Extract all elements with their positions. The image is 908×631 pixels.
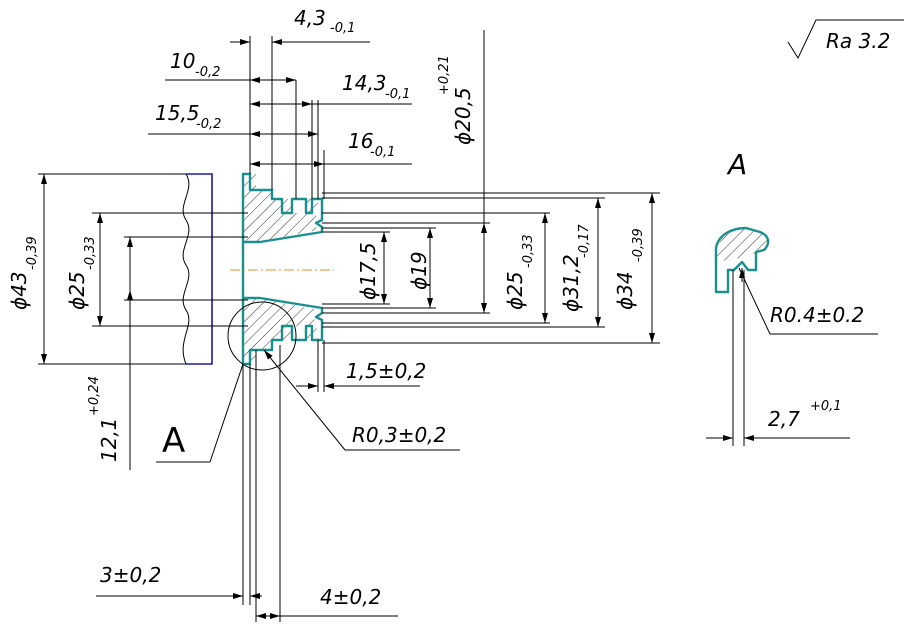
dim-14-3-tol: -0,1 (385, 87, 410, 102)
dim-phi-31-2-tol: -0,17 (577, 224, 592, 258)
dim-2-7-text: 2,7 (768, 407, 800, 431)
dim-16: 16 -0,1 (250, 129, 412, 167)
dim-phi-25-left: ϕ25 -0,33 (65, 213, 103, 326)
dim-phi-25-right-text: ϕ25 (503, 271, 527, 310)
dim-14-3: 14,3 -0,1 (250, 71, 412, 107)
dim-16-text: 16 (348, 129, 373, 153)
dim-4-3: 4,3 -0,1 (230, 6, 370, 45)
view-a-label: A (162, 421, 185, 461)
dim-r-0-3-text: R0,3±0,2 (352, 423, 446, 447)
part-outline (241, 172, 324, 366)
dim-15-5-tol: -0,2 (196, 117, 221, 132)
detail-circle (227, 301, 297, 371)
dim-phi-34-text: ϕ34 (613, 271, 637, 310)
roughness-text: Ra 3.2 (826, 29, 890, 53)
dim-phi-19: ϕ19 (407, 228, 433, 308)
dim-phi-43: ϕ43 -0,39 (7, 174, 47, 364)
dim-phi-34-tol: -0,39 (631, 228, 646, 262)
extension-lines (38, 173, 660, 365)
leader-r-0-3: R0,3±0,2 (263, 349, 460, 451)
dim-phi-17-5: ϕ17,5 (356, 232, 387, 304)
dim-4-3-tol: -0,1 (330, 21, 355, 36)
dim-phi-31-2-text: ϕ31,2 (559, 254, 583, 312)
vertical-extensions (242, 30, 485, 622)
view-a-leader: A (156, 363, 244, 463)
dim-phi-20-5-tol: +0,21 (437, 55, 452, 95)
detail-view: A R0.4±0.2 2,7 +0,1 (706, 148, 878, 446)
detail-outline (714, 226, 770, 294)
dim-phi-43-text: ϕ43 (7, 271, 31, 310)
dim-1-5-text: 1,5±0,2 (346, 359, 426, 383)
dim-phi-20-5: ϕ20,5 +0,21 (437, 55, 475, 145)
dim-12-1-tol: +0,24 (87, 376, 102, 416)
dim-phi-31-2: ϕ31,2 -0,17 (559, 198, 601, 327)
dim-12-1: 12,1 +0,24 (87, 237, 133, 470)
dim-phi-43-tol: -0,39 (25, 236, 40, 270)
dim-r-0-4-text: R0.4±0.2 (770, 303, 864, 327)
dim-1-5: 1,5±0,2 (296, 359, 426, 389)
dim-phi-25-right-tol: -0,33 (521, 234, 536, 268)
detail-label: A (726, 148, 747, 181)
dim-10-tol: -0,2 (195, 65, 220, 80)
part-section (182, 172, 334, 371)
shaft-outline (186, 173, 213, 365)
dim-phi-25-right: ϕ25 -0,33 (481, 223, 536, 313)
hatch-lower (243, 298, 318, 364)
dim-14-3-text: 14,3 (342, 71, 387, 95)
dim-4-text: 4±0,2 (320, 585, 381, 609)
shaft-break-edge (182, 173, 190, 365)
dim-3-text: 3±0,2 (100, 563, 161, 587)
dim-15-5-text: 15,5 (155, 101, 200, 125)
dim-phi-17-5-text: ϕ17,5 (356, 242, 380, 300)
roughness-symbol: Ra 3.2 (787, 19, 904, 60)
dim-15-5: 15,5 -0,2 (148, 101, 318, 137)
dim-2-7-tol: +0,1 (810, 399, 842, 414)
dim-phi-19-text: ϕ19 (407, 251, 431, 290)
dim-10: 10 -0,2 (165, 49, 296, 83)
dim-phi-20-5-text: ϕ20,5 (451, 87, 475, 145)
dim-12-1-text: 12,1 (97, 417, 121, 462)
dim-4: 4±0,2 (256, 585, 398, 619)
dim-16-tol: -0,1 (370, 145, 395, 160)
dim-3: 3±0,2 (96, 563, 262, 599)
dim-phi-25-left-tol: -0,33 (83, 236, 98, 270)
dim-10-text: 10 (170, 49, 195, 73)
dim-4-3-text: 4,3 (294, 6, 326, 30)
dim-phi-34: ϕ34 -0,39 (613, 193, 655, 343)
dim-phi-25-left-text: ϕ25 (65, 271, 89, 310)
